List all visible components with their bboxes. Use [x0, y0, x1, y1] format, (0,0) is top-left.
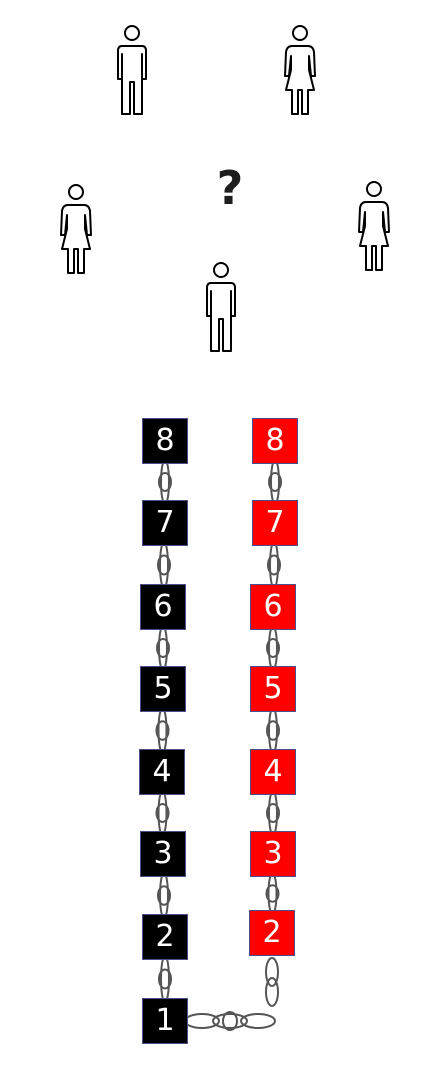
black-box-2: 2: [142, 914, 188, 960]
man-icon: [117, 25, 147, 115]
chain-link-icon: [265, 884, 280, 903]
red-box-5: 5: [250, 666, 296, 712]
red-box-4: 4: [250, 749, 296, 795]
chain-link-icon: [160, 459, 170, 505]
chain-link-icon: [157, 707, 168, 754]
chain-link-icon: [268, 472, 282, 492]
black-box-5: 5: [140, 666, 186, 712]
chain-link-icon: [222, 1011, 238, 1031]
chain-link-icon: [212, 1013, 248, 1029]
chain-link-icon: [155, 803, 170, 823]
red-box-3: 3: [250, 831, 296, 877]
woman-icon: [358, 181, 390, 271]
chain-link-icon: [158, 968, 172, 990]
man-icon: [206, 262, 236, 352]
black-box-7: 7: [142, 500, 188, 546]
chain-link-icon: [265, 957, 279, 987]
chain-link-icon: [159, 541, 169, 589]
chain-link-icon: [267, 872, 278, 915]
chain-link-icon: [159, 872, 169, 919]
red-box-7: 7: [252, 500, 298, 546]
red-box-6: 6: [250, 584, 296, 630]
chain-link-icon: [160, 955, 170, 1003]
chain-link-icon: [240, 1013, 276, 1029]
question-mark: ?: [216, 161, 244, 215]
red-box-8: 8: [252, 418, 298, 464]
black-box-4: 4: [139, 749, 185, 795]
red-box-2: 2: [249, 910, 295, 956]
black-box-8: 8: [142, 418, 188, 464]
chain-link-icon: [268, 790, 278, 836]
chain-link-icon: [270, 459, 280, 505]
chain-link-icon: [269, 541, 279, 589]
chain-link-icon: [155, 720, 170, 741]
chain-link-icon: [266, 803, 280, 823]
chain-link-icon: [267, 554, 281, 576]
chain-link-icon: [268, 625, 278, 671]
chain-link-icon: [158, 625, 168, 671]
chain-link-icon: [268, 707, 278, 754]
woman-icon: [284, 25, 316, 115]
chain-link-icon: [157, 790, 168, 836]
chain-link-icon: [157, 885, 171, 906]
chain-link-icon: [157, 554, 171, 576]
chain-link-icon: [266, 720, 280, 741]
chain-link-icon: [156, 638, 170, 658]
chain-link-icon: [265, 977, 279, 1007]
chain-link-icon: [266, 638, 280, 658]
black-box-3: 3: [140, 831, 186, 877]
black-box-6: 6: [140, 584, 186, 630]
chain-link-icon: [158, 472, 172, 492]
woman-icon: [60, 184, 92, 274]
black-box-1: 1: [142, 998, 188, 1044]
